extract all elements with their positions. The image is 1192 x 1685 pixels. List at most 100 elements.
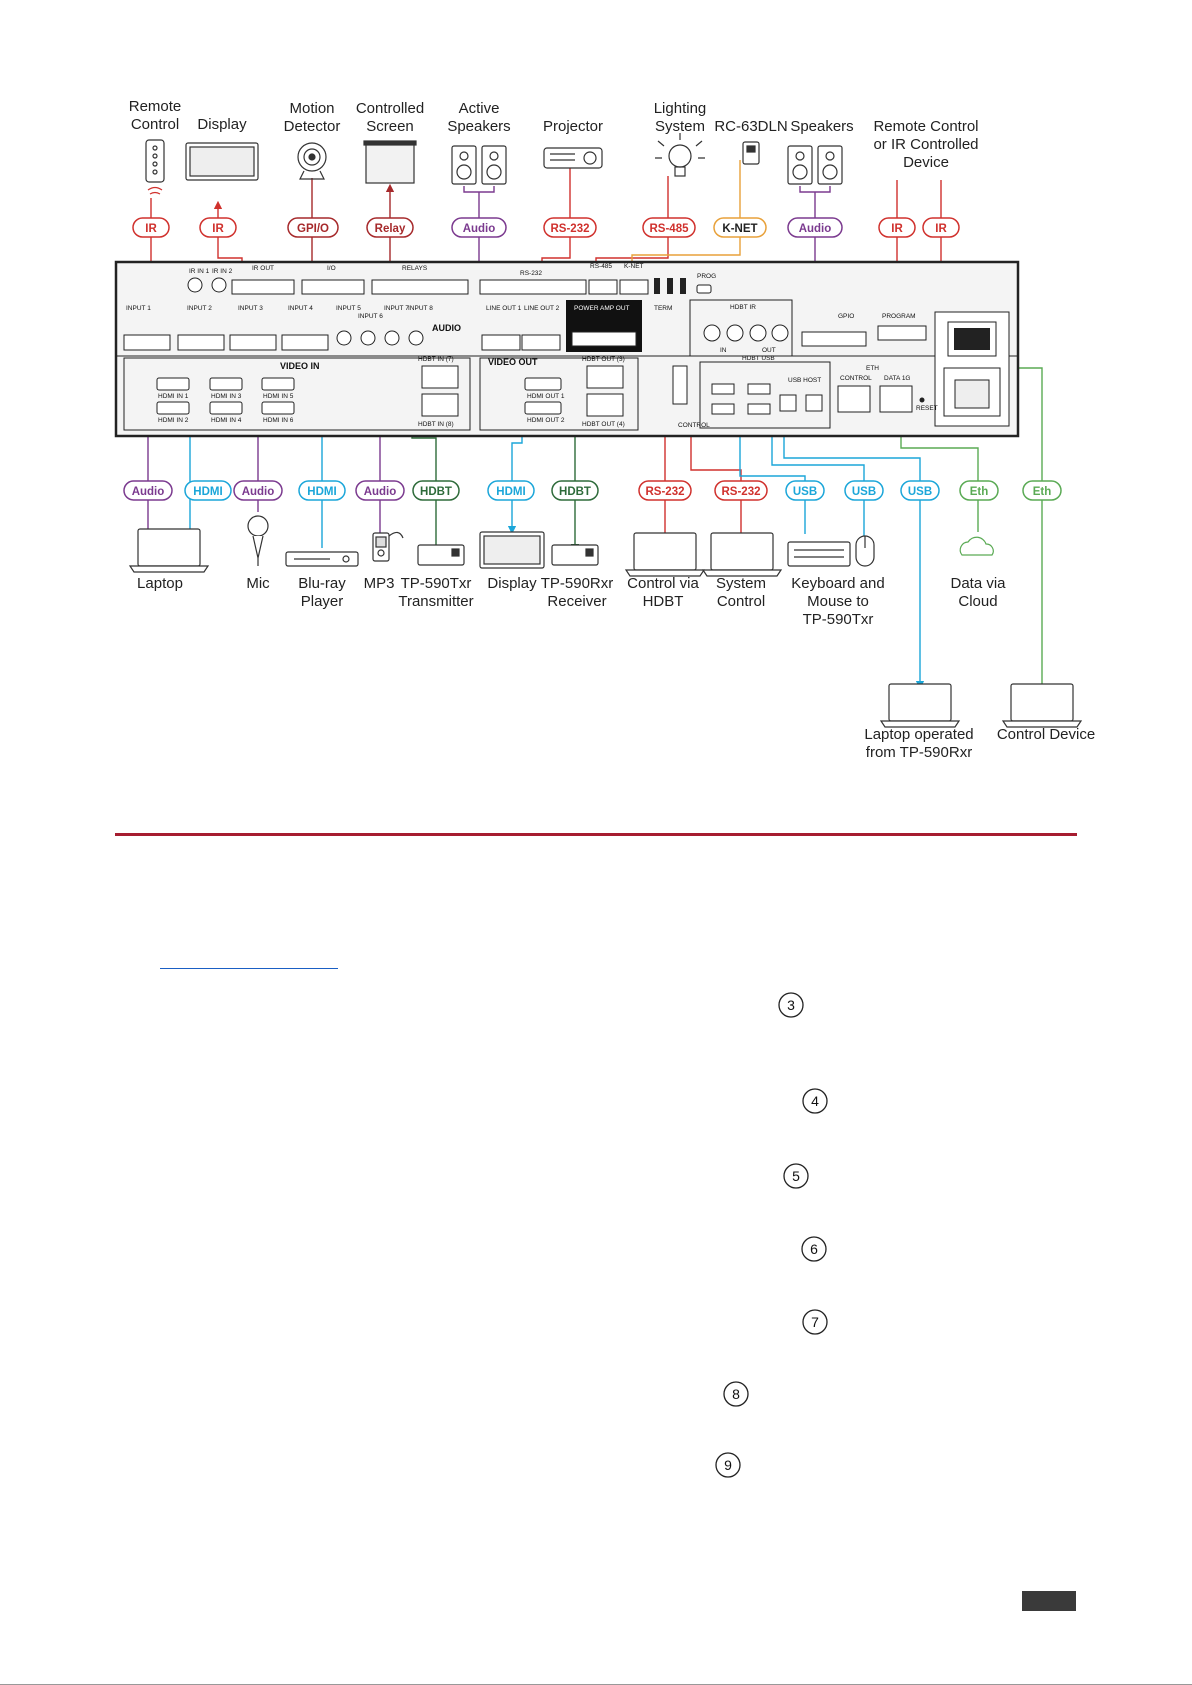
audio-input-2-terminal[interactable] — [177, 334, 225, 351]
step-6-text: 6 — [810, 1241, 818, 1257]
io-terminal[interactable] — [301, 279, 365, 295]
speakers-icon — [451, 145, 507, 185]
pill-gpio-text: GPI/O — [297, 223, 329, 235]
term-switch-3[interactable] — [680, 278, 686, 294]
hdbt-in-8-port[interactable] — [421, 393, 459, 417]
pill-usb-3-text: USB — [908, 486, 932, 498]
pill-eth-1-text: Eth — [970, 486, 989, 498]
pill-ir-3: IR — [878, 217, 916, 238]
projector-icon — [543, 147, 603, 169]
pill-audio-top-2: Audio — [787, 217, 843, 238]
pill-hdmi-laptop: HDMI — [184, 480, 232, 501]
hdbt-usb-2a[interactable] — [747, 383, 771, 395]
screen-icon — [363, 140, 417, 184]
hdmi-in-5-port[interactable] — [261, 377, 295, 391]
label-tp590txr-1: TP-590Txr — [401, 575, 472, 592]
hdbt-out-4-port[interactable] — [586, 393, 624, 417]
hdbt-rs232-terminal[interactable] — [672, 365, 688, 405]
pill-ir-2: IR — [199, 217, 237, 238]
hdbt-usb-1a[interactable] — [711, 383, 735, 395]
panel-hdmi-in-6: HDMI IN 6 — [263, 417, 294, 424]
hdmi-in-1-port[interactable] — [156, 377, 190, 391]
label-remote-ir-3: Device — [903, 154, 949, 171]
usb-host-2[interactable] — [805, 394, 823, 412]
pill-hdmi-bluray-text: HDMI — [307, 486, 336, 498]
pill-eth-2-text: Eth — [1033, 486, 1052, 498]
laptop-hdbt-icon — [624, 532, 706, 577]
hdmi-out-2-port[interactable] — [524, 401, 562, 415]
gpio-terminal[interactable] — [801, 331, 867, 347]
label-active-speakers-1: Active — [459, 100, 500, 117]
panel-ir-in-1: IR IN 1 — [189, 268, 210, 275]
usb-host-1[interactable] — [779, 394, 797, 412]
audio-input-4-terminal[interactable] — [281, 334, 329, 351]
panel-hdbt-in-8: HDBT IN (8) — [418, 421, 454, 428]
panel-prog: PROG — [697, 273, 716, 280]
step-marker-4: 4 — [802, 1088, 828, 1114]
hdmi-in-3-port[interactable] — [209, 377, 243, 391]
ir-in-1-jack[interactable] — [187, 277, 203, 293]
term-switch-1[interactable] — [654, 278, 660, 294]
pill-knet: K-NET — [713, 217, 767, 238]
rs485-terminal[interactable] — [588, 279, 618, 295]
hdmi-in-2-port[interactable] — [156, 401, 190, 415]
top-device-labels: Remote Control Display Motion Detector C… — [129, 98, 979, 171]
step-4-text: 4 — [811, 1093, 819, 1109]
line-out-2-terminal[interactable] — [521, 334, 561, 351]
hdbt-ir-in-8[interactable] — [726, 324, 744, 342]
panel-video-in: VIDEO IN — [280, 361, 320, 371]
keypad-icon — [742, 141, 760, 165]
relays-terminal[interactable] — [371, 279, 469, 295]
top-pills: IR IR GPI/O Relay Audio RS-232 RS-485 K-… — [132, 217, 960, 238]
audio-input-1-terminal[interactable] — [123, 334, 171, 351]
ir-in-2-jack[interactable] — [211, 277, 227, 293]
rs232-terminal[interactable] — [479, 279, 587, 295]
hdmi-in-6-port[interactable] — [261, 401, 295, 415]
step-marker-9: 9 — [715, 1452, 741, 1478]
label-lighting-system-1: Lighting — [654, 100, 707, 117]
step-8-text: 8 — [732, 1386, 740, 1402]
step-3-text: 3 — [787, 997, 795, 1013]
reset-button[interactable] — [919, 397, 925, 403]
label-system-control-1: System — [716, 575, 766, 592]
pill-audio-laptop: Audio — [123, 480, 173, 501]
pill-audio-mp3-text: Audio — [364, 486, 397, 498]
hdmi-in-4-port[interactable] — [209, 401, 243, 415]
pill-usb-2-text: USB — [852, 486, 876, 498]
hdbt-ir-in-7[interactable] — [703, 324, 721, 342]
pill-eth-1: Eth — [959, 480, 999, 501]
hdbt-in-7-port[interactable] — [421, 365, 459, 389]
panel-hdmi-in-1: HDMI IN 1 — [158, 393, 189, 400]
hdbt-usb-1b[interactable] — [711, 403, 735, 415]
prog-usb-port[interactable] — [696, 284, 712, 294]
rca-input-5[interactable] — [336, 330, 352, 346]
pill-rs232-system-text: RS-232 — [722, 486, 761, 498]
hdmi-out-1-port[interactable] — [524, 377, 562, 391]
panel-hdbt-ir-out: OUT — [762, 347, 776, 354]
line-out-1-terminal[interactable] — [481, 334, 521, 351]
rca-input-8[interactable] — [408, 330, 424, 346]
step-marker-5: 5 — [783, 1163, 809, 1189]
audio-input-3-terminal[interactable] — [229, 334, 277, 351]
hdbt-usb-2b[interactable] — [747, 403, 771, 415]
hdbt-ir-out-3[interactable] — [749, 324, 767, 342]
ir-out-terminal[interactable] — [231, 279, 295, 295]
hdbt-out-3-port[interactable] — [586, 365, 624, 389]
panel-ir-in-2: IR IN 2 — [212, 268, 233, 275]
program-dip-switch[interactable] — [877, 325, 927, 341]
term-switch-2[interactable] — [667, 278, 673, 294]
tx-box-icon — [417, 544, 465, 566]
label-rc-63dln: RC-63DLN — [714, 118, 787, 135]
pill-rs232-system: RS-232 — [714, 480, 768, 501]
label-cloud-2: Cloud — [958, 593, 997, 610]
top-device-icons — [145, 133, 843, 195]
knet-terminal[interactable] — [619, 279, 649, 295]
rca-input-7[interactable] — [384, 330, 400, 346]
rca-input-6[interactable] — [360, 330, 376, 346]
eth-control-port[interactable] — [837, 385, 871, 413]
pill-audio-top-2-text: Audio — [799, 223, 832, 235]
hyperlink-underline[interactable] — [160, 950, 338, 969]
eth-data-port[interactable] — [879, 385, 913, 413]
hdbt-ir-out-4[interactable] — [771, 324, 789, 342]
label-laptop-rxr-2: from TP-590Rxr — [866, 744, 972, 761]
